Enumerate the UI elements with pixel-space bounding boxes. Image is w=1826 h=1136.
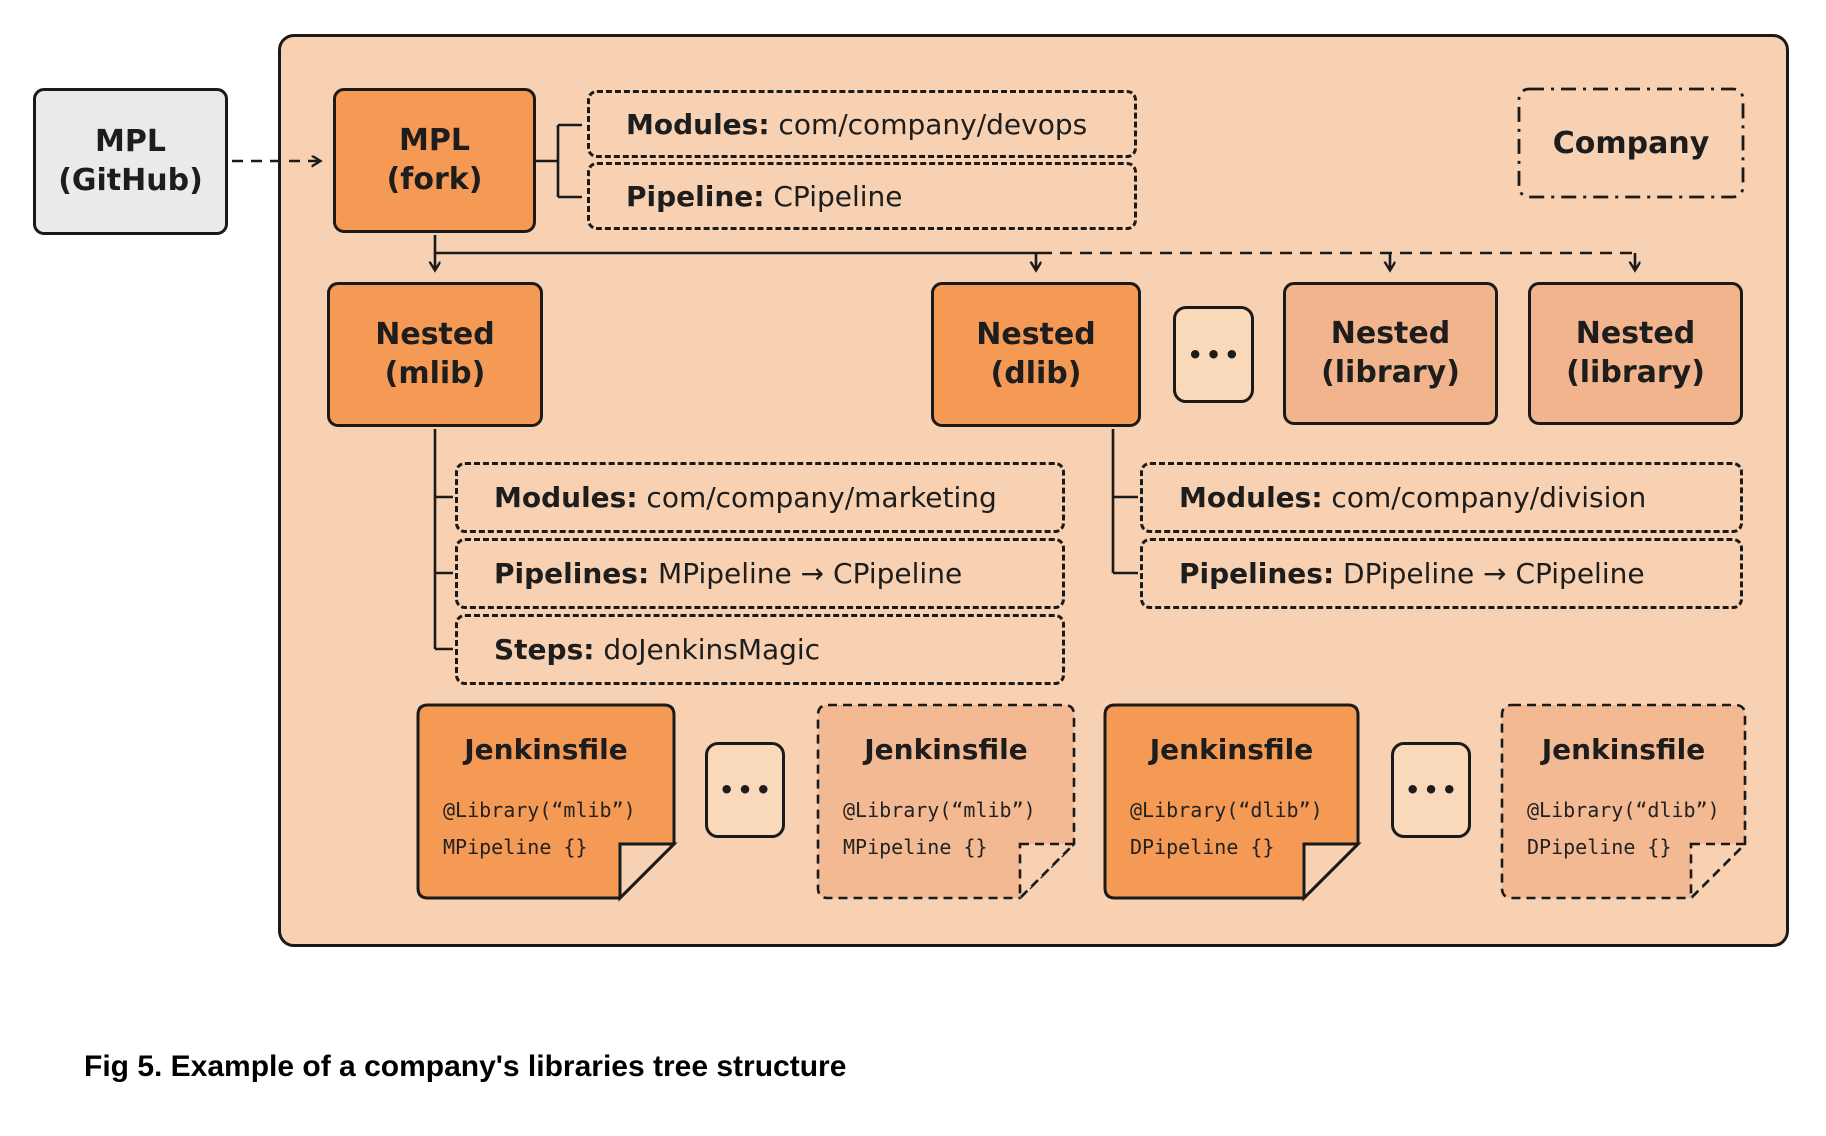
- figure-caption: Fig 5. Example of a company's libraries …: [84, 1050, 847, 1083]
- detail-value: CPipeline: [764, 179, 903, 213]
- detail-value: com/company/division: [1322, 481, 1647, 514]
- detail-label: Modules:: [1179, 481, 1323, 514]
- jenkinsfile-note-4: Jenkinsfile @Library(“dlib”) DPipeline {…: [1502, 705, 1745, 898]
- mlib-detail-pipelines: Pipelines: MPipeline → CPipeline: [455, 538, 1065, 609]
- node-nested-mlib: Nested (mlib): [327, 282, 543, 427]
- jenkinsfile-title: Jenkinsfile: [864, 733, 1028, 766]
- dlib-detail-pipelines: Pipelines: DPipeline → CPipeline: [1140, 538, 1743, 609]
- jenkinsfile-code-line: @Library(“dlib”): [1527, 798, 1720, 822]
- jenkinsfile-title: Jenkinsfile: [464, 733, 628, 766]
- detail-value: com/company/marketing: [637, 481, 997, 514]
- jenkinsfile-code-line: @Library(“mlib”): [443, 798, 636, 822]
- node-mpl-fork: MPL (fork): [333, 88, 536, 233]
- ellipsis-text: •••: [1404, 776, 1461, 804]
- node-label-line: Nested: [375, 317, 495, 353]
- node-label-line: Nested: [1575, 316, 1696, 352]
- fork-detail-pipeline: Pipeline: CPipeline: [587, 162, 1137, 230]
- detail-label: Pipelines:: [494, 557, 650, 590]
- jenkinsfile-code-line: @Library(“mlib”): [843, 798, 1036, 822]
- jenkinsfile-code-line: DPipeline {}: [1527, 835, 1672, 859]
- node-label-line: Nested: [1330, 316, 1451, 352]
- detail-label: Steps:: [494, 633, 595, 666]
- node-label-line: (library): [1321, 354, 1460, 390]
- node-label-line: (library): [1566, 354, 1705, 390]
- detail-value: doJenkinsMagic: [594, 633, 821, 666]
- fork-detail-modules: Modules: com/company/devops: [587, 90, 1137, 158]
- node-label-line: MPL: [399, 123, 470, 159]
- jenkinsfile-code-line: MPipeline {}: [843, 835, 988, 859]
- node-nested-library-2: Nested (library): [1528, 282, 1743, 425]
- ellipsis-jenkinsfiles-2: •••: [1391, 742, 1471, 838]
- node-nested-dlib: Nested (dlib): [931, 282, 1141, 427]
- detail-value: MPipeline → CPipeline: [649, 557, 963, 590]
- mlib-detail-steps: Steps: doJenkinsMagic: [455, 614, 1065, 685]
- ellipsis-text: •••: [718, 776, 775, 804]
- node-nested-library-1: Nested (library): [1283, 282, 1498, 425]
- ellipsis-text: •••: [1187, 340, 1243, 369]
- node-mpl-github: MPL (GitHub): [33, 88, 228, 235]
- detail-label: Modules:: [626, 107, 770, 141]
- detail-label: Modules:: [494, 481, 638, 514]
- node-label-line: MPL: [95, 124, 166, 160]
- jenkinsfile-note-2: Jenkinsfile @Library(“mlib”) MPipeline {…: [818, 705, 1074, 898]
- detail-label: Pipelines:: [1179, 557, 1335, 590]
- ellipsis-jenkinsfiles-1: •••: [705, 742, 785, 838]
- mlib-detail-modules: Modules: com/company/marketing: [455, 462, 1065, 533]
- ellipsis-nodes: •••: [1173, 306, 1254, 403]
- dlib-detail-modules: Modules: com/company/division: [1140, 462, 1743, 533]
- jenkinsfile-note-1: Jenkinsfile @Library(“mlib”) MPipeline {…: [418, 705, 674, 898]
- node-label-line: (GitHub): [58, 162, 203, 198]
- jenkinsfile-code-line: DPipeline {}: [1130, 835, 1275, 859]
- jenkinsfile-title: Jenkinsfile: [1541, 733, 1706, 766]
- jenkinsfile-note-3: Jenkinsfile @Library(“dlib”) DPipeline {…: [1105, 705, 1358, 898]
- detail-value: com/company/devops: [769, 107, 1088, 141]
- node-label-line: Nested: [976, 317, 1096, 353]
- detail-value: DPipeline → CPipeline: [1334, 557, 1645, 590]
- company-label: Company: [1519, 89, 1743, 197]
- company-label-text: Company: [1552, 125, 1710, 161]
- node-label-line: (fork): [386, 161, 483, 197]
- node-label-line: (mlib): [384, 355, 486, 391]
- detail-label: Pipeline:: [626, 179, 765, 213]
- jenkinsfile-code-line: @Library(“dlib”): [1130, 798, 1323, 822]
- node-label-line: (dlib): [990, 355, 1082, 391]
- jenkinsfile-code-line: MPipeline {}: [443, 835, 588, 859]
- jenkinsfile-title: Jenkinsfile: [1149, 733, 1314, 766]
